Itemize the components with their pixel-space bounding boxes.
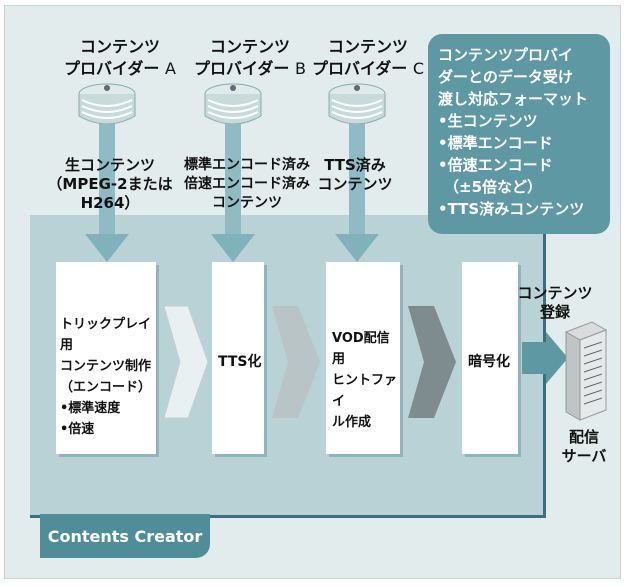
arrow-b — [211, 234, 255, 262]
provider-b-name2: プロバイダー — [194, 59, 290, 78]
funnel-c-icon — [328, 83, 386, 148]
content-a-line3: H264） — [80, 194, 140, 212]
contents-creator-badge: Contents Creator — [40, 514, 210, 558]
legend-item-raw: •生コンテンツ — [438, 112, 538, 130]
content-b-line3: コンテンツ — [212, 195, 282, 211]
legend-title-line1: コンテンツプロバイ — [438, 46, 574, 64]
register-line2: 登録 — [539, 303, 570, 321]
tts-process-text: TTS化 — [218, 354, 262, 370]
provider-a-name: コンテンツ — [79, 37, 160, 56]
vod-process-box: VOD配信用 ヒントファイ ル作成 — [326, 262, 400, 454]
provider-b-title: コンテンツ プロバイダー B — [180, 36, 320, 80]
provider-b-letter: B — [294, 59, 306, 78]
encrypt-process-box: 暗号化 — [462, 262, 518, 454]
content-a-line1: 生コンテンツ — [64, 156, 155, 174]
flow-arrow-register — [522, 332, 568, 384]
flow-arrow-2 — [272, 306, 320, 418]
provider-c-title: コンテンツ プロバイダー C — [298, 36, 438, 80]
legend-item-tts: •TTS済みコンテンツ — [438, 200, 585, 218]
provider-a-letter: A — [165, 59, 176, 78]
server-line1: 配信 — [568, 428, 599, 446]
encode-line2: コンテンツ制作 — [60, 359, 152, 374]
legend-title-line2: ダーとのデータ受け — [438, 68, 573, 86]
legend-item-standard: •標準エンコード — [438, 134, 553, 152]
arrow-a — [85, 234, 129, 262]
content-c-line2: コンテンツ — [317, 175, 393, 193]
tts-process-box: TTS化 — [212, 262, 264, 454]
server-label: 配信 サーバ — [548, 428, 620, 466]
legend-item-rate: （±5倍など） — [444, 178, 543, 196]
encode-process-text: トリックプレイ用 コンテンツ制作 （エンコード） •標準速度 •倍速 — [60, 314, 156, 440]
legend-title-line3: 渡し対応フォーマット — [438, 90, 589, 108]
funnel-a-icon — [78, 83, 136, 148]
flow-arrow-3 — [408, 306, 456, 418]
content-a-line2: （MPEG-2または — [47, 175, 173, 193]
stem-c — [349, 148, 365, 238]
provider-c-name: コンテンツ — [327, 37, 408, 56]
format-legend: コンテンツプロバイ ダーとのデータ受け 渡し対応フォーマット •生コンテンツ •… — [428, 34, 610, 234]
provider-b-name: コンテンツ — [209, 37, 290, 56]
content-b-line2: 倍速エンコード済み — [184, 176, 310, 192]
flow-arrow-1 — [163, 305, 209, 419]
encode-line5: •倍速 — [60, 422, 95, 437]
provider-a-title: コンテンツ プロバイダー A — [50, 36, 190, 80]
content-b-line1: 標準エンコード済み — [184, 157, 310, 173]
encode-line1: トリックプレイ用 — [60, 317, 152, 353]
provider-c-name2: プロバイダー — [311, 59, 408, 78]
server-icon — [564, 321, 608, 421]
provider-c-letter: C — [412, 59, 425, 78]
server-line2: サーバ — [561, 447, 607, 465]
stem-a — [99, 148, 115, 238]
encode-line3: （エンコード） — [60, 380, 152, 395]
vod-line2: ヒントファイ — [332, 373, 398, 409]
provider-a-name2: プロバイダー — [64, 59, 160, 78]
encrypt-process-text: 暗号化 — [468, 354, 510, 370]
content-c-line1: TTS済み — [324, 156, 386, 174]
content-a-label: 生コンテンツ （MPEG-2または H264） — [40, 156, 180, 213]
encode-line4: •標準速度 — [60, 401, 121, 416]
vod-line3: ル作成 — [332, 415, 372, 430]
vod-process-text: VOD配信用 ヒントファイ ル作成 — [332, 328, 400, 433]
content-b-label: 標準エンコード済み 倍速エンコード済み コンテンツ — [172, 156, 322, 213]
register-label: コンテンツ 登録 — [512, 284, 598, 322]
funnel-b-icon — [204, 83, 262, 148]
vod-line1: VOD配信用 — [332, 331, 390, 367]
register-line1: コンテンツ — [517, 284, 593, 302]
legend-item-double: •倍速エンコード — [438, 156, 553, 174]
encode-process-box: トリックプレイ用 コンテンツ制作 （エンコード） •標準速度 •倍速 — [56, 262, 156, 454]
stem-b — [225, 148, 241, 238]
content-c-label: TTS済み コンテンツ — [300, 156, 410, 194]
arrow-c — [335, 234, 379, 262]
